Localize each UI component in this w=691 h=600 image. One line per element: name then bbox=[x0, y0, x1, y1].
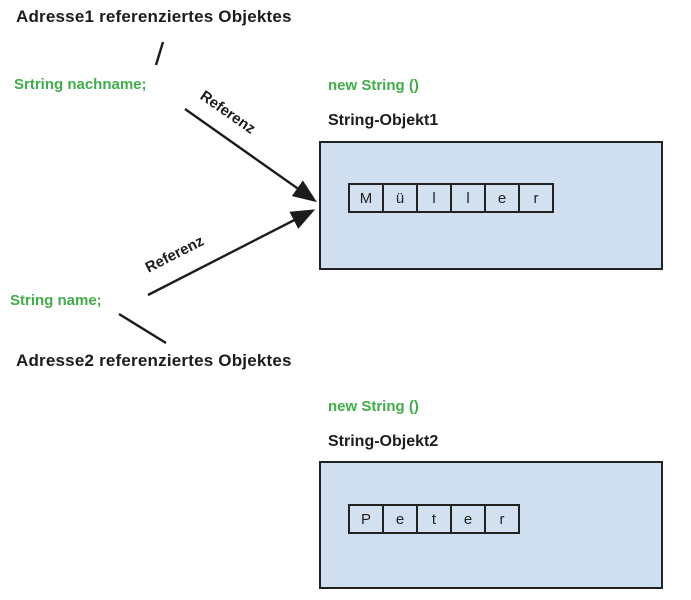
char-cell: e bbox=[382, 504, 418, 534]
string-objekt2-title: String-Objekt2 bbox=[328, 433, 439, 450]
char-cell: r bbox=[484, 504, 520, 534]
char-cell: l bbox=[416, 183, 452, 213]
variable-nachname-label: Srtring nachname; bbox=[14, 76, 147, 93]
address1-heading: Adresse1 referenziertes Objektes bbox=[16, 7, 292, 26]
new-string2-label: new String () bbox=[328, 398, 419, 415]
referenz1-label: Referenz bbox=[196, 87, 259, 138]
string-objekt1-title: String-Objekt1 bbox=[328, 112, 439, 129]
char-cell: ü bbox=[382, 183, 418, 213]
char-cell: P bbox=[348, 504, 384, 534]
char-cell: e bbox=[450, 504, 486, 534]
char-cell: e bbox=[484, 183, 520, 213]
char-cell: r bbox=[518, 183, 554, 213]
variable-name-label: String name; bbox=[10, 292, 102, 309]
connector-address2-line bbox=[118, 312, 167, 345]
char-cell: M bbox=[348, 183, 384, 213]
connector-address1-line bbox=[154, 41, 165, 66]
referenz2-label: Referenz bbox=[142, 232, 207, 277]
address2-heading: Adresse2 referenziertes Objektes bbox=[16, 351, 292, 370]
char-cell: l bbox=[450, 183, 486, 213]
char-cell: t bbox=[416, 504, 452, 534]
new-string1-label: new String () bbox=[328, 77, 419, 94]
